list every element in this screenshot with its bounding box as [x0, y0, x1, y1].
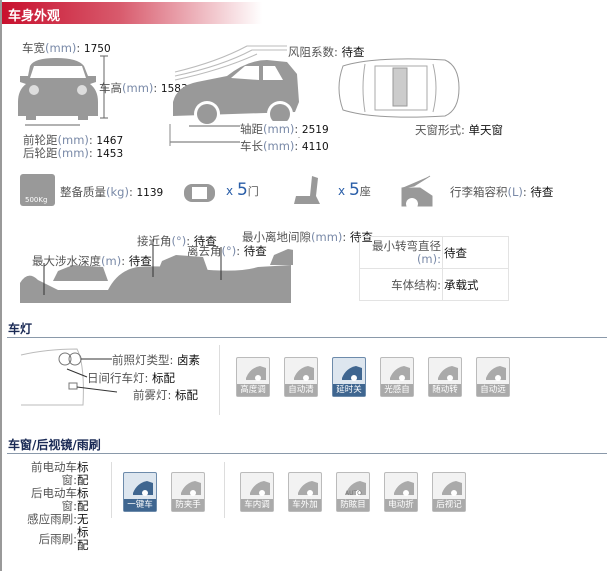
length-spec: 车长(mm): 4110	[240, 138, 329, 154]
seat-count: x 5座	[338, 180, 371, 200]
feature-icon-4: 光感自动	[380, 357, 414, 397]
departure-angle-spec: 离去角(°): 待查	[187, 244, 267, 258]
structure-label: 车体结构:	[359, 268, 443, 301]
feature-icon-3: AUTO 防眩目	[336, 472, 370, 512]
sunroof-spec: 天窗形式: 单天窗	[415, 123, 504, 137]
section-title: 车身外观	[8, 9, 61, 24]
ground-clearance-spec: 最小离地间隙(mm): 待查	[242, 230, 373, 244]
feature-glyph-icon	[181, 481, 201, 496]
structure-value: 承载式	[442, 268, 509, 301]
front-car-icon	[18, 55, 108, 126]
wading-depth-spec: 最大涉水深度(m): 待查	[32, 254, 152, 268]
feature-icon-2: 自动清洗	[284, 357, 318, 397]
feature-icon-3: 延时关闭	[332, 357, 366, 397]
auto-badge: AUTO	[345, 490, 362, 497]
feature-icon-5: 后视记忆	[432, 472, 466, 512]
seat-icon	[294, 176, 320, 204]
drag-spec: 风阻系数: 待查	[288, 45, 365, 59]
feature-label: 后视记忆	[433, 499, 465, 511]
divider	[224, 462, 225, 518]
fog-light-spec: 前雾灯: 标配	[133, 388, 199, 402]
feature-icon-1: 车内调节	[240, 472, 274, 512]
feature-label: 自动清洗	[285, 384, 317, 396]
feature-glyph-icon	[298, 481, 318, 496]
rear-track-spec: 后轮距(mm): 1453	[23, 146, 124, 160]
trunk-spec: 行李箱容积(L): 待查	[450, 185, 554, 199]
feature-icon-5: 随动转向	[428, 357, 462, 397]
feature-glyph-icon	[438, 366, 458, 381]
feature-label: 随动转向	[429, 384, 461, 396]
terrain-illustration	[20, 239, 293, 303]
rear-window-spec: 后电动车窗:标配	[31, 486, 89, 513]
feature-label: 车外加热	[289, 499, 321, 511]
feature-label: 光感自动	[381, 384, 413, 396]
divider	[7, 337, 607, 338]
body-spec-table: 最小转弯直径(m):待查 车体结构:承载式	[359, 236, 509, 301]
feature-glyph-icon	[346, 481, 366, 496]
turning-diameter-value: 待查	[442, 236, 509, 269]
height-spec: 车高(mm): 1583	[99, 81, 188, 95]
feature-icon-1: 高度调节	[236, 357, 270, 397]
trunk-icon	[401, 175, 433, 208]
feature-label: 一键车窗	[124, 499, 156, 511]
feature-glyph-icon	[390, 366, 410, 381]
divider	[111, 462, 112, 518]
feature-label: 防眩目	[337, 499, 369, 511]
feature-label: 车内调节	[241, 499, 273, 511]
drl-spec: 日间行车灯: 标配	[87, 371, 176, 385]
feature-glyph-icon	[250, 481, 270, 496]
feature-glyph-icon	[294, 366, 314, 381]
section-header-body: 车身外观	[2, 2, 262, 24]
feature-icon-4: 电动折叠	[384, 472, 418, 512]
feature-glyph-icon	[133, 481, 153, 496]
section-title-lights: 车灯	[8, 322, 33, 336]
feature-label: 防夹手	[172, 499, 204, 511]
front-window-spec: 前电动车窗:标配	[31, 460, 89, 487]
feature-icon-1: 一键车窗	[123, 472, 157, 512]
width-spec: 车宽(mm): 1750	[22, 41, 111, 55]
rain-sensor-spec: 感应雨刷:无	[27, 512, 89, 526]
feature-glyph-icon	[486, 366, 506, 381]
feature-glyph-icon	[342, 366, 362, 381]
weight-spec: 整备质量(kg): 1139	[60, 185, 164, 199]
divider	[219, 345, 220, 415]
table-row: 最小转弯直径(m):待查	[359, 236, 509, 269]
section-title-windows: 车窗/后视镜/雨刷	[8, 438, 101, 452]
feature-icon-2: 车外加热	[288, 472, 322, 512]
feature-icon-6: 自动远近	[476, 357, 510, 397]
table-row: 车体结构:承载式	[359, 268, 509, 301]
feature-label: 电动折叠	[385, 499, 417, 511]
feature-label: 自动远近	[477, 384, 509, 396]
headlight-illustration	[20, 348, 117, 406]
top-view-car-icon	[338, 58, 460, 118]
feature-glyph-icon	[394, 481, 414, 496]
feature-glyph-icon	[246, 366, 266, 381]
feature-label: 高度调节	[237, 384, 269, 396]
door-icon	[184, 184, 215, 202]
window-specs: 前电动车窗:标配 后电动车窗:标配 感应雨刷:无 后雨刷:标配	[27, 461, 89, 552]
feature-icon-2: 防夹手	[171, 472, 205, 512]
approach-angle-spec: 接近角(°): 待查	[137, 234, 217, 248]
door-count: x 5门	[226, 180, 259, 200]
weight-icon: 500Kg	[20, 174, 55, 206]
side-car-icon	[169, 45, 300, 146]
headlight-type-spec: 前照灯类型: 卤素	[112, 353, 201, 367]
feature-label: 延时关闭	[333, 384, 365, 396]
feature-glyph-icon	[442, 481, 462, 496]
divider	[7, 453, 607, 454]
wheelbase-spec: 轴距(mm): 2519	[240, 121, 329, 137]
front-track-spec: 前轮距(mm): 1467	[23, 133, 124, 147]
rear-wiper-spec: 后雨刷:标配	[38, 525, 89, 552]
